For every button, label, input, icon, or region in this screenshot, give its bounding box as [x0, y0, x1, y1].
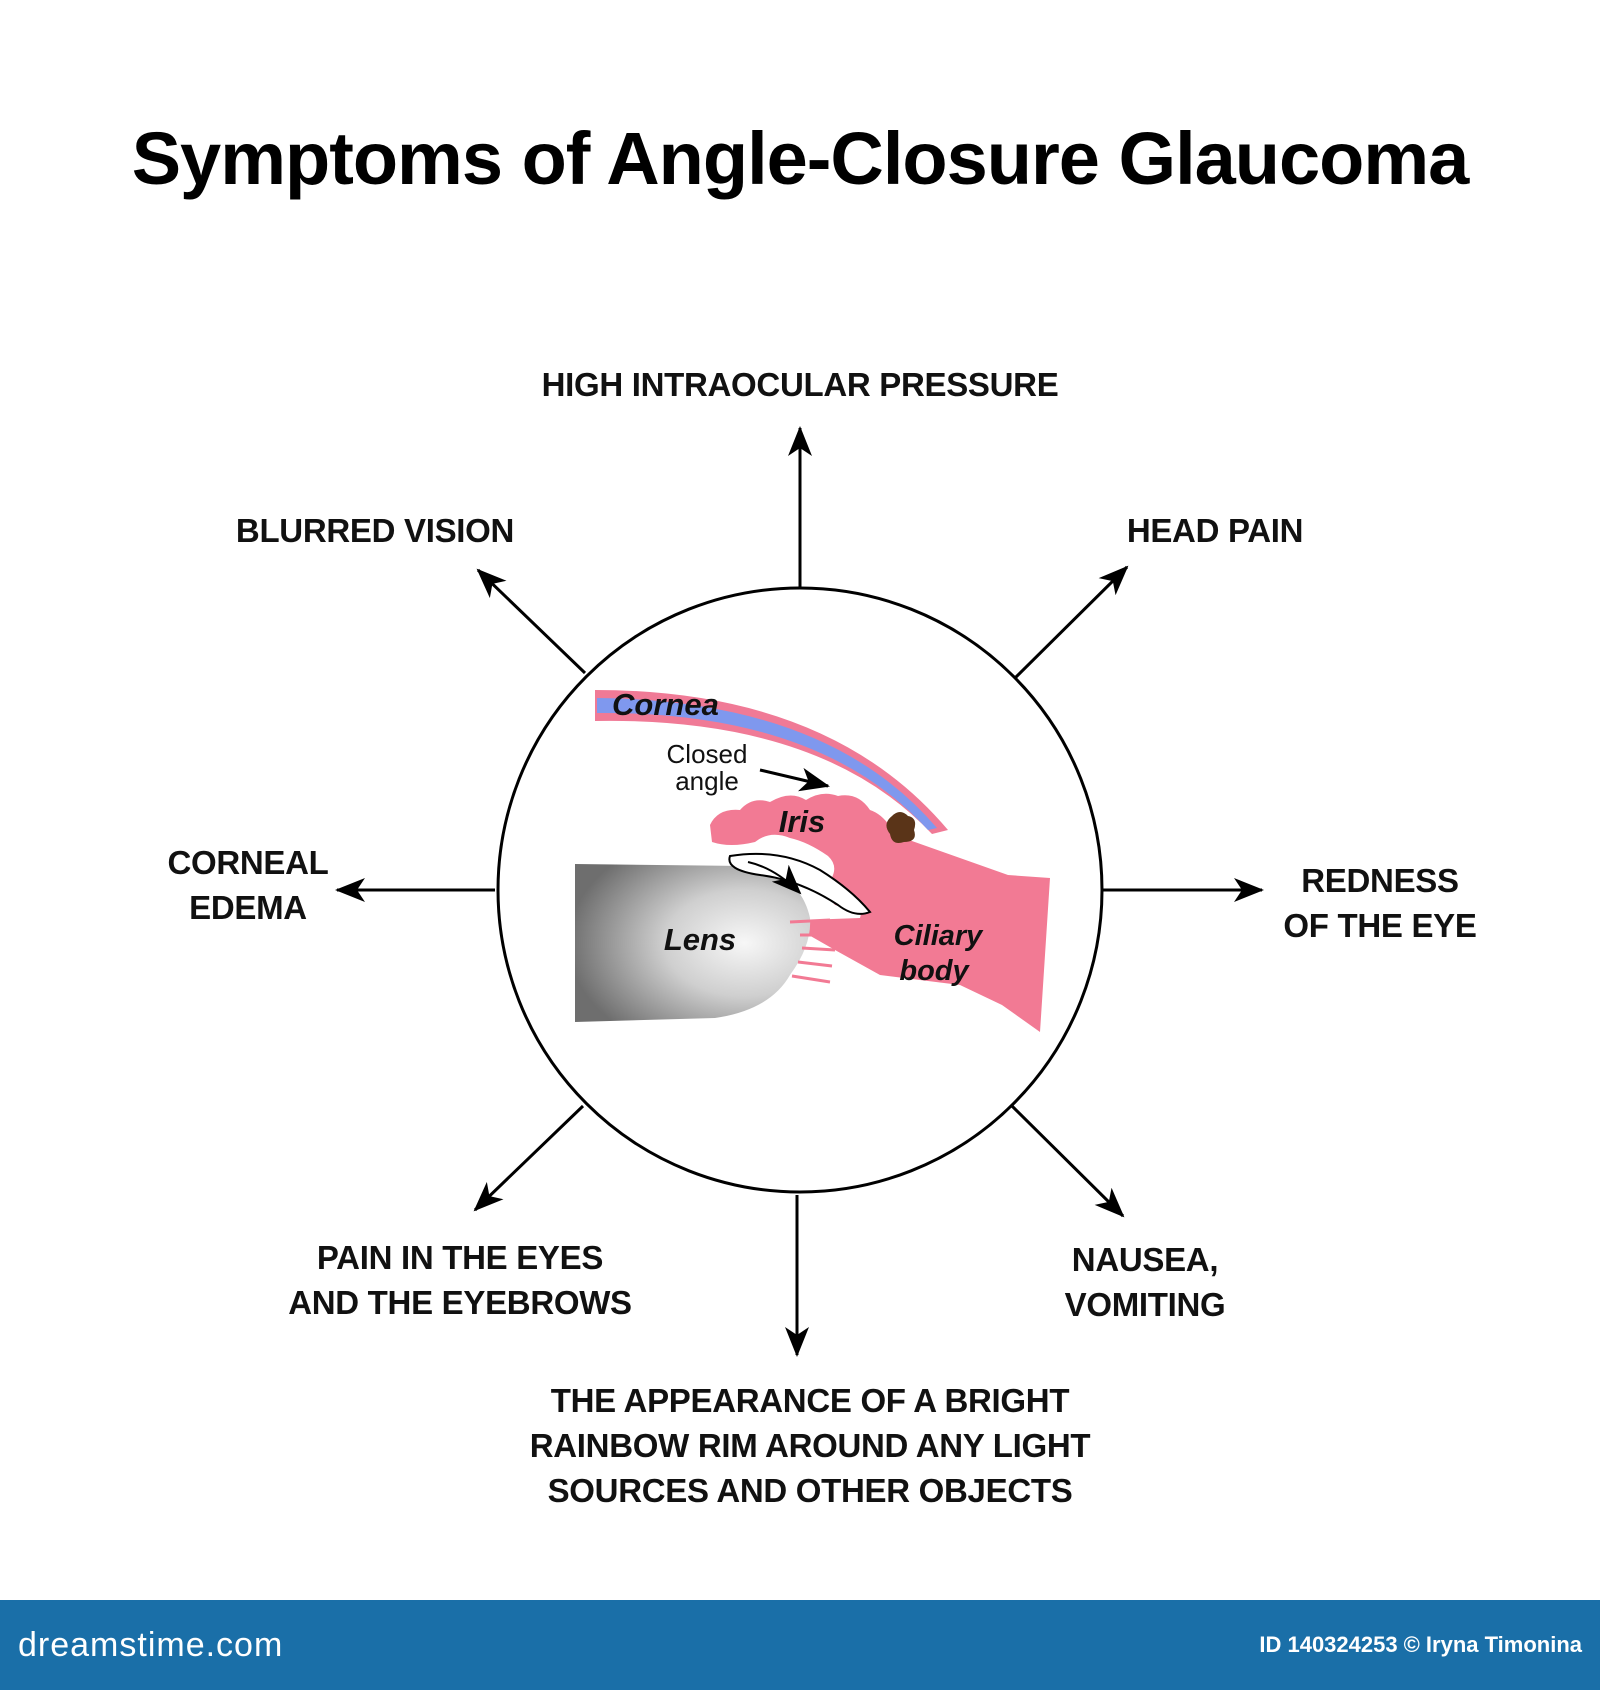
closed-angle-label-2: angle	[675, 766, 739, 796]
footer-credit: ID 140324253© Iryna Timonina	[1259, 1632, 1582, 1658]
angle-nodule	[886, 812, 916, 843]
cornea-inner	[597, 698, 937, 830]
closed-angle-arrow	[759, 767, 830, 792]
arrow-bottom-right	[1010, 1104, 1125, 1218]
symptom-rainbow-rim-line-2: RAINBOW RIM AROUND ANY LIGHT	[529, 1427, 1091, 1464]
footer-id: ID 140324253	[1259, 1632, 1398, 1657]
closed-angle-label-1: Closed	[667, 739, 748, 769]
iris-label: Iris	[779, 804, 826, 839]
symptom-corneal-edema-line-1: CORNEAL	[167, 844, 329, 881]
symptom-rainbow-rim-line-3: SOURCES AND OTHER OBJECTS	[547, 1472, 1073, 1509]
symptom-eye-pain-line-1: PAIN IN THE EYES	[316, 1239, 604, 1276]
symptom-head-pain: HEAD PAIN	[1126, 512, 1304, 549]
cornea-label: Cornea	[612, 687, 719, 722]
symptom-nausea: NAUSEA, VOMITING	[1030, 1237, 1260, 1327]
iris-ciliary-body	[710, 793, 1050, 1032]
footer-bar: dreamstime.com ID 140324253© Iryna Timon…	[0, 1600, 1600, 1690]
symptom-rainbow-rim-line-1: THE APPEARANCE OF A BRIGHT	[550, 1382, 1070, 1419]
symptom-redness-line-1: REDNESS	[1301, 862, 1459, 899]
zonular-fibers	[789, 918, 836, 984]
symptom-corneal-edema-line-2: EDEMA	[189, 889, 307, 926]
arrow-top-left	[476, 568, 587, 675]
symptom-eye-pain-line-2: AND THE EYEBROWS	[288, 1284, 632, 1321]
glaucoma-diagram: Cornea Closed angle Iris Lens Ciliary bo…	[335, 426, 1264, 1357]
lens-shape	[575, 864, 811, 1022]
symptom-blurred-vision: BLURRED VISION	[235, 512, 515, 549]
footer-logo: dreamstime.com	[18, 1626, 284, 1664]
symptom-rainbow-rim: THE APPEARANCE OF A BRIGHT RAINBOW RIM A…	[480, 1378, 1140, 1513]
symptom-nausea-line-1: NAUSEA,	[1071, 1241, 1219, 1278]
flow-arrow	[747, 861, 802, 895]
arrow-top-right	[1013, 565, 1129, 680]
arrow-bottom-left	[473, 1104, 585, 1212]
symptom-arrows	[335, 426, 1264, 1357]
symptom-high-pressure: HIGH INTRAOCULAR PRESSURE	[541, 366, 1059, 403]
symptom-redness: REDNESS OF THE EYE	[1270, 858, 1490, 948]
symptom-eye-pain: PAIN IN THE EYES AND THE EYEBROWS	[270, 1235, 650, 1325]
footer-author: © Iryna Timonina	[1403, 1632, 1582, 1657]
ciliary-label-2: body	[899, 955, 970, 987]
lens-label: Lens	[664, 922, 736, 957]
page-title: Symptoms of Angle-Closure Glaucoma	[131, 117, 1470, 200]
symptom-corneal-edema: CORNEAL EDEMA	[148, 840, 348, 930]
symptom-redness-line-2: OF THE EYE	[1283, 907, 1477, 944]
ciliary-label-1: Ciliary	[894, 920, 985, 952]
symptom-nausea-line-2: VOMITING	[1064, 1286, 1226, 1323]
